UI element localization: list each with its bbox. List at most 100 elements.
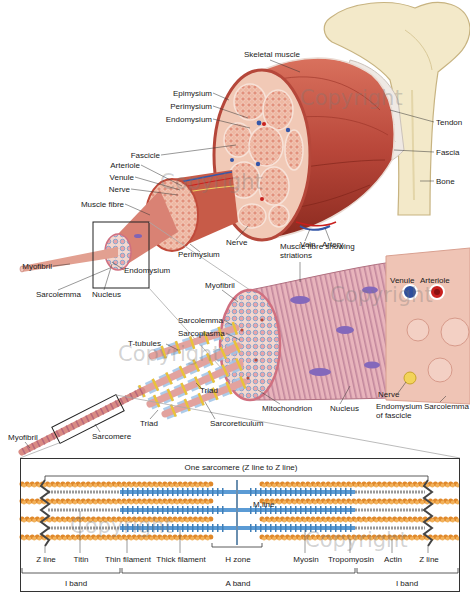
fibre-detail [364, 362, 380, 369]
watermark: Copyright [118, 342, 221, 366]
leader-lines [226, 333, 240, 340]
fibre-detail [309, 368, 331, 376]
watermark: Copyright [330, 283, 433, 307]
epimysium-section [230, 158, 234, 162]
panel-label: Myosin [293, 555, 318, 564]
fibre-detail [336, 326, 354, 334]
sarcomere-art [236, 480, 238, 545]
zoom-frame [93, 222, 149, 288]
myofibril-strands [22, 391, 142, 452]
panel-label: M line [253, 500, 274, 509]
leader-lines [213, 93, 229, 100]
epimysium-section [260, 197, 264, 201]
epimysium-section [286, 128, 290, 132]
part-label: Sarcolemma [178, 316, 223, 325]
leader-lines [125, 204, 150, 215]
leader-lines [112, 262, 124, 270]
panel-label: Tropomyosin [328, 555, 374, 564]
panel-label: Z line [36, 555, 56, 564]
part-label: Fascia [436, 148, 460, 157]
leader-lines [420, 181, 434, 182]
sarcomere-art [127, 539, 128, 553]
leader-lines [58, 268, 110, 290]
part-label: Nerve [226, 238, 247, 247]
part-label: Nucleus [330, 404, 359, 413]
sarcomere-art [212, 543, 262, 547]
leader-lines [325, 228, 330, 241]
epimysium-section [285, 130, 303, 170]
fibre-detail [290, 296, 310, 304]
part-label: Fascicle [131, 151, 160, 160]
sarcomere-art [45, 476, 428, 480]
part-label: Nucleus [92, 290, 121, 299]
part-label: Skeletal muscle [244, 50, 300, 59]
epimysium-section [249, 126, 283, 166]
sarcomere-art [22, 476, 458, 573]
panel-label: H zone [225, 555, 250, 564]
part-label: Sarcolemma [36, 290, 81, 299]
leader-lines [104, 264, 112, 290]
zoom-frame [149, 222, 250, 290]
part-label: Muscle fibre [81, 200, 124, 209]
muscle-fibre [22, 247, 118, 272]
watermark: Copyright [305, 528, 408, 552]
sarcomere-art [45, 546, 46, 553]
leader-lines [270, 60, 300, 72]
part-label: Epimysium [173, 89, 212, 98]
fibre-detail [428, 358, 452, 382]
myofibril-strands [20, 443, 59, 458]
leader-lines [390, 110, 434, 122]
watermark: Copyright [70, 514, 173, 538]
fibre-detail [260, 318, 263, 321]
part-label: Venule [110, 173, 134, 182]
epimysium-section [259, 167, 289, 205]
part-label: Endomysium of fascicle [376, 402, 424, 420]
leader-lines [300, 262, 301, 282]
leader-lines [205, 402, 215, 419]
leader-lines [440, 396, 446, 402]
sarcomere-art [180, 530, 181, 553]
epimysium-section [256, 162, 260, 166]
leader-lines [224, 320, 232, 325]
panel-label: I band [396, 579, 418, 588]
panel-label: I band [65, 579, 87, 588]
leader-lines [53, 264, 70, 266]
part-label: Sarcoplasma [178, 329, 225, 338]
leader-lines [305, 229, 310, 241]
part-label: Sarcomere [92, 432, 131, 441]
sarcomere-art [424, 480, 432, 546]
part-label: Tendon [436, 118, 462, 127]
panel-label: Thin filament [105, 555, 151, 564]
sarcomere-art [45, 511, 428, 553]
sarcomere-art [262, 482, 458, 487]
part-label: Myofibril [8, 433, 38, 442]
fibre-detail [441, 318, 469, 346]
leader-lines [236, 226, 248, 240]
part-label: Arteriole [110, 161, 140, 170]
fibre-detail [220, 248, 470, 404]
myofibril-strands [116, 395, 460, 458]
sarcomere-art [22, 482, 212, 487]
sarcomere-art [264, 484, 458, 488]
leader-lines [25, 60, 446, 448]
muscle-fibre [134, 234, 142, 238]
leader-lines [25, 442, 30, 448]
fibre-detail [246, 376, 249, 379]
part-label: Nerve [378, 390, 399, 399]
muscle-belly [296, 222, 336, 226]
watermark: Copyright [300, 86, 403, 110]
part-label: Perimysium [178, 250, 220, 259]
leader-lines [95, 424, 100, 432]
bone [412, 90, 414, 200]
epimysium-section [224, 123, 252, 157]
watermark: Copyright [160, 170, 263, 194]
panel-label: Actin [384, 555, 402, 564]
epimysium-section [257, 121, 262, 126]
panel-label: Z line [419, 555, 439, 564]
part-label: Endomysium [124, 266, 170, 275]
epimysium-section [269, 205, 289, 227]
sarcomere-art [22, 568, 458, 573]
fibre-detail [434, 289, 440, 295]
part-label: Triad [200, 386, 218, 395]
